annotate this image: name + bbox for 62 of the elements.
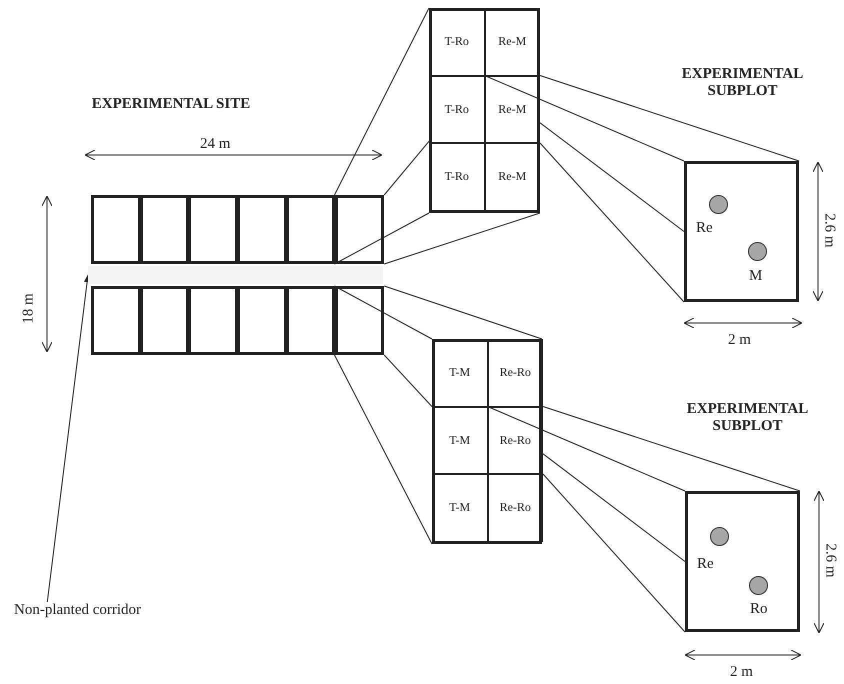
projection-line xyxy=(542,453,686,562)
plot-box xyxy=(188,286,238,355)
treatment-cell: Re-M xyxy=(484,8,540,76)
section-heading: EXPERIMENTAL SUBPLOT xyxy=(680,66,804,100)
subplot-box xyxy=(685,491,800,632)
plot-box xyxy=(334,286,384,355)
treatment-cell: Re-M xyxy=(484,76,540,143)
treatment-cell: Re-Ro xyxy=(488,339,543,406)
plot-box xyxy=(188,195,238,264)
plant-marker xyxy=(749,576,768,595)
plant-label: M xyxy=(749,268,762,285)
treatment-cell: T-M xyxy=(432,406,488,474)
projection-line xyxy=(540,122,684,232)
projection-line xyxy=(384,140,430,196)
plot-box xyxy=(286,286,336,355)
section-heading: EXPERIMENTAL SUBPLOT xyxy=(686,401,810,435)
plot-box xyxy=(91,286,141,355)
projection-line xyxy=(334,286,432,340)
dimension-label: 2 m xyxy=(730,664,753,681)
projection-line xyxy=(384,354,432,408)
dimension-label: 18 m xyxy=(20,293,38,324)
plot-box xyxy=(140,195,190,264)
leader-arrow xyxy=(46,274,90,602)
plot-box xyxy=(91,195,141,264)
dimension-label: 2.6 m xyxy=(822,543,839,578)
plot-box xyxy=(286,195,336,264)
dimension-label: 24 m xyxy=(200,136,230,153)
plant-marker xyxy=(710,527,729,546)
section-heading: EXPERIMENTAL SITE xyxy=(90,96,252,113)
treatment-cell: Re-M xyxy=(484,143,540,210)
treatment-cell: T-Ro xyxy=(429,143,484,210)
projection-line xyxy=(384,212,540,264)
projection-line xyxy=(542,406,800,492)
plot-box xyxy=(334,195,384,264)
treatment-cell: Re-Ro xyxy=(488,474,543,542)
dimension-label: 2.6 m xyxy=(820,213,838,248)
plot-grid xyxy=(429,8,540,213)
treatment-cell: Re-Ro xyxy=(488,406,543,474)
plant-label: Ro xyxy=(750,601,768,618)
projection-line xyxy=(334,212,430,264)
plot-box xyxy=(140,286,190,355)
projection-line xyxy=(540,142,684,302)
callout-text: Non-planted corridor xyxy=(14,602,189,624)
dimension-label: 2 m xyxy=(728,332,751,349)
treatment-cell: T-M xyxy=(432,339,488,406)
plot-box xyxy=(237,195,287,264)
plant-label: Re xyxy=(697,556,714,573)
projection-line xyxy=(334,354,432,544)
projection-line xyxy=(334,8,430,196)
plant-marker xyxy=(748,242,767,261)
plot-box xyxy=(237,286,287,355)
plant-marker xyxy=(709,195,728,214)
treatment-cell: T-Ro xyxy=(429,8,484,76)
plant-label: Re xyxy=(696,220,713,237)
corridor-strip xyxy=(88,266,383,284)
treatment-cell: T-M xyxy=(432,474,488,542)
treatment-cell: T-Ro xyxy=(429,76,484,143)
projection-line xyxy=(542,474,686,632)
projection-line xyxy=(540,75,800,162)
projection-line xyxy=(384,286,542,340)
plot-grid xyxy=(432,339,542,544)
subplot-box xyxy=(684,161,799,302)
